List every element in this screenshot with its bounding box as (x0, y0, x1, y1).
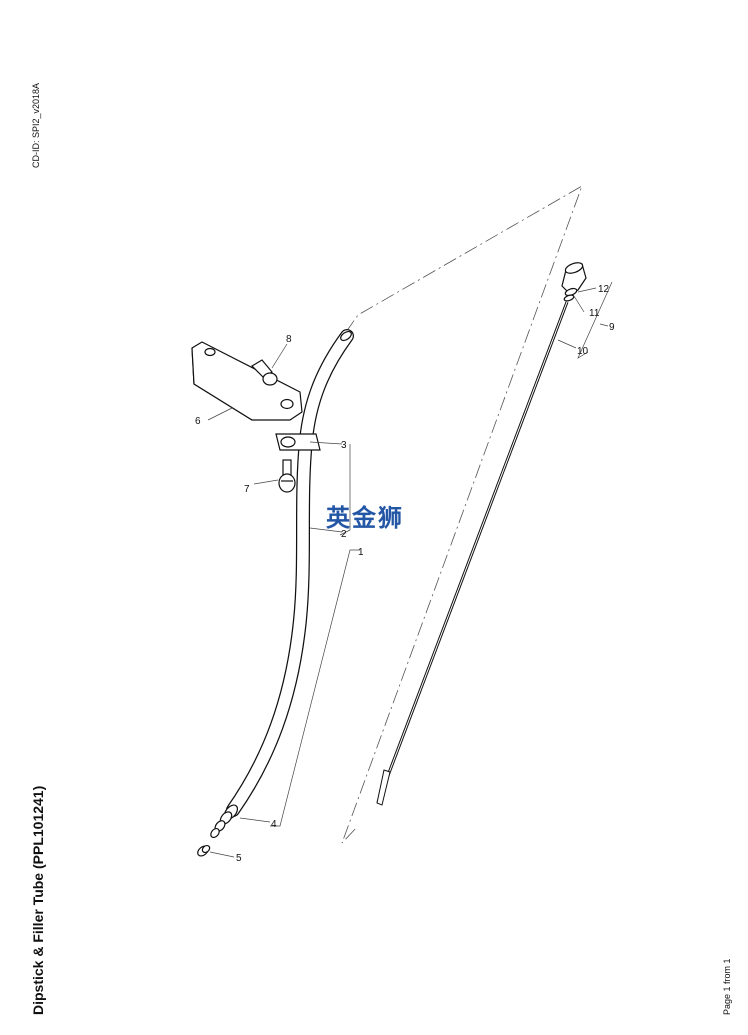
tube-fitting (210, 804, 239, 839)
callout-4: 4 (271, 819, 277, 830)
bolt-7 (278, 459, 296, 493)
callout-11: 11 (589, 308, 600, 319)
end-cap (197, 844, 211, 857)
callout-9: 9 (609, 322, 615, 333)
phantom-outline (341, 185, 583, 844)
callout-10: 10 (577, 346, 589, 357)
dipstick-handle (561, 262, 587, 302)
callout-7: 7 (244, 484, 250, 495)
callout-1: 1 (358, 547, 364, 558)
bolt-8 (251, 359, 278, 386)
callout-8: 8 (286, 334, 292, 345)
leader-lines (207, 281, 613, 858)
callout-12: 12 (598, 284, 610, 295)
dipstick (376, 301, 569, 806)
callout-5: 5 (236, 853, 242, 864)
filler-tube (226, 329, 354, 817)
tube-clip (275, 433, 321, 451)
watermark-text: 英金狮 (326, 504, 404, 532)
callout-6: 6 (195, 416, 201, 427)
callout-3: 3 (341, 440, 347, 451)
callout-2: 2 (341, 529, 347, 540)
bracket (191, 341, 303, 421)
